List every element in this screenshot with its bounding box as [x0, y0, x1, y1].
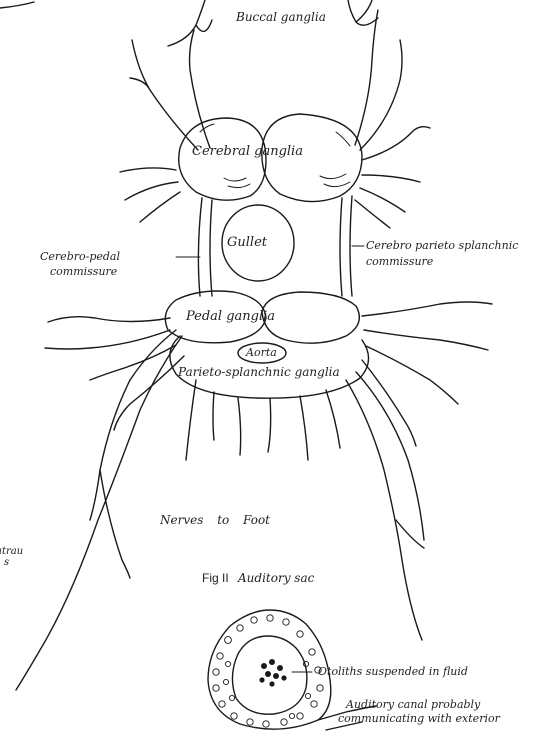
- nerve-left-long: [90, 330, 176, 520]
- cerebral-ganglion-left: [179, 118, 266, 200]
- auditory-canal-label-line2: communicating with exterior: [338, 713, 500, 724]
- nerve-mid-down-2: [268, 398, 271, 452]
- auditory-sac-outer: [208, 610, 331, 729]
- cerebro-pedal-label-line1: Cerebro-pedal: [40, 251, 120, 262]
- nerve-right-long-branch: [396, 520, 424, 548]
- nerve-left-long-2: [16, 336, 182, 690]
- nerve-left-down-2: [213, 392, 214, 440]
- aorta-label: Aorta: [246, 347, 277, 358]
- left-cut-label-line1: atrau: [0, 547, 23, 557]
- pedal-ganglion-right: [262, 292, 359, 343]
- nerve-mid-down-1: [238, 398, 241, 455]
- cerebral-left-lateral-2: [125, 182, 178, 200]
- nerve-left-fan-1: [48, 317, 170, 322]
- cerebral-right-lateral-3: [355, 200, 390, 228]
- buccal-nerve-right: [348, 0, 378, 25]
- pedal-ganglia-label: Pedal ganglia: [186, 310, 275, 323]
- nerve-left-long-branch: [100, 470, 130, 578]
- buccal-ganglia-label: Buccal ganglia: [236, 11, 326, 23]
- cerebral-right-lateral-2: [360, 188, 405, 212]
- nerve-right-long: [346, 380, 422, 640]
- cerebro-parieto-commissure: [340, 196, 352, 296]
- left-nerve-upper-2: [190, 30, 211, 148]
- fig2-title: Fig II Auditory sac: [202, 572, 314, 584]
- nerve-right-fan-1: [362, 302, 492, 316]
- left-cut-label-line2: s: [4, 558, 9, 568]
- cerebral-shading-right: [320, 132, 350, 187]
- cerebral-ganglia-label: Cerebral ganglia: [192, 145, 303, 158]
- nerve-right-fan-2: [364, 330, 488, 350]
- cerebro-pedal-commissure: [198, 198, 212, 296]
- nerves-to-foot-label: Nerves to Foot: [160, 514, 270, 526]
- gullet-label: Gullet: [227, 236, 267, 249]
- cerebral-left-lateral-3: [140, 192, 180, 222]
- otoliths-label: Otoliths suspended in fluid: [318, 666, 468, 677]
- nerve-right-down-2: [326, 390, 340, 448]
- nerve-right-fan-4: [362, 360, 416, 446]
- nerve-right-down-1: [300, 396, 308, 460]
- nerve-left-fan-2: [45, 330, 170, 349]
- fig2-number: Fig II: [202, 571, 229, 585]
- fig2-title-text: Auditory sac: [238, 571, 314, 585]
- cerebral-right-lateral-1: [362, 175, 420, 182]
- cerebro-parieto-label-line1: Cerebro parieto splanchnic: [366, 240, 518, 251]
- buccal-nerve-left: [168, 0, 212, 46]
- right-nerve-upper-2: [360, 40, 402, 150]
- auditory-canal-label-line1: Auditory canal probably: [346, 699, 480, 710]
- cerebral-left-lateral-1: [120, 168, 176, 172]
- right-nerve-upper: [355, 10, 378, 145]
- otoliths-cluster: [259, 659, 286, 687]
- cerebro-pedal-label-line2: commissure: [50, 266, 117, 277]
- corner-curve: [0, 2, 34, 8]
- right-nerve-upper-3: [362, 127, 430, 160]
- parieto-splanchnic-label: Parieto-splanchnic ganglia: [178, 366, 340, 378]
- cerebro-parieto-label-line2: commissure: [366, 256, 433, 267]
- nerve-right-fan-3: [366, 346, 458, 404]
- nerve-left-down-1: [186, 380, 196, 460]
